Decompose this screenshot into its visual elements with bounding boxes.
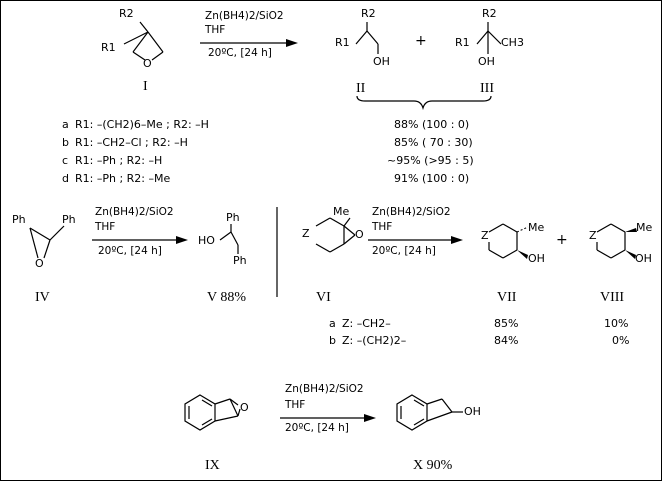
row-substituents: R1: –CH2–Cl ; R2: –H: [75, 136, 188, 149]
atom-R1-II: R1: [335, 36, 350, 49]
atom-Z-VIII: Z: [589, 229, 597, 242]
label-V: V 88%: [207, 290, 247, 305]
stilbene-oxide-IV: [29, 225, 65, 259]
cycloalkene-oxide-VI: [315, 217, 356, 253]
row-key: a: [62, 118, 69, 131]
atom-Z-VI: Z: [302, 227, 310, 240]
atom-O-VI: O: [355, 228, 364, 241]
row-substituents: R1: –Ph ; R2: –Me: [75, 172, 171, 185]
row-substituents: Z: –CH2–: [342, 317, 391, 330]
row-key: c: [62, 154, 69, 167]
row-key: b: [62, 136, 69, 149]
atom-OH-VII: OH: [528, 252, 545, 265]
alcohol-II: [355, 22, 379, 54]
conditions-3: 20ºC, [24 h]: [372, 245, 436, 257]
row-yield-VIII: 0%: [612, 334, 630, 347]
row-result: 88% (100 : 0): [394, 118, 470, 131]
atom-Ph-V-1: Ph: [226, 211, 240, 224]
reagent-3: Zn(BH4)2/SiO2: [372, 206, 451, 218]
atom-Me-VI: Me: [333, 205, 350, 218]
label-III: III: [480, 81, 494, 96]
solvent-3: THF: [372, 221, 393, 233]
atom-OH-II: OH: [373, 55, 390, 68]
label-VII: VII: [497, 290, 517, 305]
indanol-X: [396, 394, 463, 431]
atom-Z-VII: Z: [481, 229, 489, 242]
row-key: d: [62, 172, 69, 185]
atom-R2: R2: [119, 7, 134, 20]
alcohol-III: [476, 22, 502, 54]
atom-CH3-III: CH3: [501, 36, 524, 49]
atom-R2-II: R2: [361, 7, 376, 20]
atom-O-IV: O: [35, 257, 44, 270]
atom-Me-VII: Me: [528, 221, 545, 234]
atom-Ph-IV-2: Ph: [62, 213, 76, 226]
plus-sign-1: +: [415, 33, 427, 49]
label-X: X 90%: [413, 458, 453, 473]
atom-OH-III: OH: [478, 55, 495, 68]
reaction-arrow-4: [280, 414, 376, 422]
row-key: b: [329, 334, 336, 347]
conditions-4: 20ºC, [24 h]: [285, 422, 349, 434]
alcohol-V: [219, 224, 239, 254]
row-substituents: Z: –(CH2)2–: [342, 334, 407, 347]
indene-oxide-IX: [184, 394, 241, 431]
label-I: I: [143, 79, 148, 94]
reaction-arrow-2: [92, 236, 188, 244]
solvent-2: THF: [95, 221, 116, 233]
row-result: 91% (100 : 0): [394, 172, 470, 185]
cycloalkanol-VIII: [596, 223, 637, 259]
label-IV: IV: [35, 290, 50, 305]
solvent-1: THF: [205, 24, 226, 36]
reagent-1: Zn(BH4)2/SiO2: [205, 10, 284, 22]
conditions-2: 20ºC, [24 h]: [98, 245, 162, 257]
row-yield-VII: 85%: [494, 317, 519, 330]
atom-Ph-V-2: Ph: [233, 254, 247, 267]
atom-O-IX: O: [240, 401, 249, 414]
atom-R1-III: R1: [455, 36, 470, 49]
row-substituents: R1: –Ph ; R2: –H: [75, 154, 163, 167]
cycloalkanol-VII: [488, 223, 529, 259]
solvent-4: THF: [285, 399, 306, 411]
row-key: a: [329, 317, 336, 330]
reagent-4: Zn(BH4)2/SiO2: [285, 383, 364, 395]
label-II: II: [356, 81, 366, 96]
label-IX: IX: [205, 458, 220, 473]
atom-Me-VIII: Me: [636, 221, 653, 234]
row-result: ~95% (>95 : 5): [387, 154, 474, 167]
atom-HO-V: HO: [198, 234, 215, 247]
atom-O: O: [143, 57, 152, 70]
label-VIII: VIII: [600, 290, 625, 305]
row-substituents: R1: –(CH2)6–Me ; R2: –H: [75, 118, 209, 131]
reaction-arrow-3: [368, 236, 463, 244]
atom-Ph-IV-1: Ph: [12, 213, 26, 226]
atom-R1: R1: [101, 41, 116, 54]
atom-OH-VIII: OH: [635, 252, 652, 265]
row-yield-VIII: 10%: [604, 317, 629, 330]
epoxide-I: [123, 21, 164, 61]
plus-sign-2: +: [556, 232, 568, 248]
row-yield-VII: 84%: [494, 334, 519, 347]
atom-OH-X: OH: [464, 405, 481, 418]
label-VI: VI: [316, 290, 331, 305]
atom-R2-III: R2: [482, 7, 497, 20]
row-result: 85% ( 70 : 30): [394, 136, 473, 149]
reaction-arrow-1: [200, 39, 298, 47]
reagent-2: Zn(BH4)2/SiO2: [95, 206, 174, 218]
product-brace: [356, 95, 492, 111]
conditions-1: 20ºC, [24 h]: [208, 47, 272, 59]
